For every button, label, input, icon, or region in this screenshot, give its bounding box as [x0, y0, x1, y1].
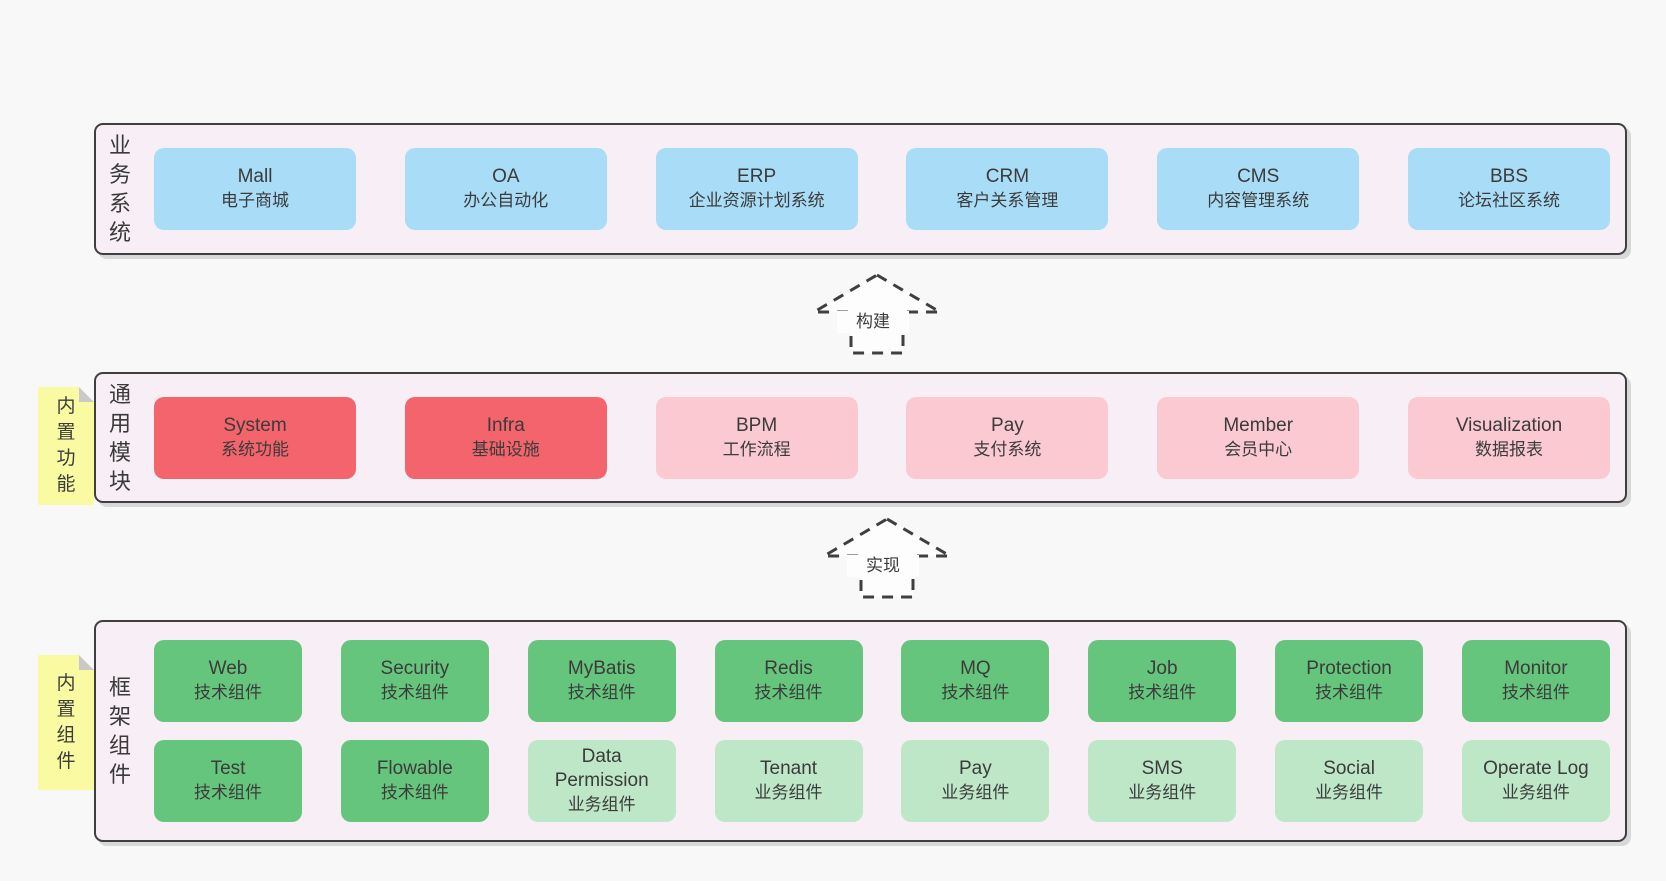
layer-label: 业务系统	[108, 133, 131, 245]
folded-corner-icon	[79, 655, 94, 670]
implement-arrow-label: 实现	[847, 555, 919, 577]
box-pay-system: Pay 支付系统	[906, 396, 1109, 479]
framework-row-2: Test 技术组件 Flowable 技术组件 Data Permission …	[154, 740, 1610, 822]
box-mybatis: MyBatis 技术组件	[527, 640, 676, 722]
box-pay-component: Pay 业务组件	[901, 740, 1050, 822]
box-redis: Redis 技术组件	[714, 640, 863, 722]
box-data-permission: Data Permission 业务组件	[527, 740, 676, 822]
box-operate-log: Operate Log 业务组件	[1461, 740, 1610, 822]
box-mq: MQ 技术组件	[901, 640, 1050, 722]
box-cms: CMS 内容管理系统	[1157, 148, 1360, 230]
business-boxes-row: Mall 电子商城 OA 办公自动化 ERP 企业资源计划系统 CRM 客户关系…	[154, 125, 1610, 253]
box-mall: Mall 电子商城	[154, 148, 356, 230]
box-security: Security 技术组件	[340, 640, 489, 722]
box-job: Job 技术组件	[1088, 640, 1237, 722]
box-member: Member 会员中心	[1157, 396, 1360, 479]
box-monitor: Monitor 技术组件	[1461, 640, 1610, 722]
box-erp: ERP 企业资源计划系统	[655, 148, 858, 230]
sticky-label: 内置功能	[56, 396, 76, 495]
build-arrow: 构建	[811, 272, 943, 356]
layer-label: 通用模块	[108, 381, 131, 494]
box-flowable: Flowable 技术组件	[340, 740, 489, 822]
framework-rows: Web 技术组件 Security 技术组件 MyBatis 技术组件 Redi…	[154, 640, 1610, 822]
framework-row-1: Web 技术组件 Security 技术组件 MyBatis 技术组件 Redi…	[154, 640, 1610, 722]
box-visualization: Visualization 数据报表	[1407, 396, 1610, 479]
box-test: Test 技术组件	[154, 740, 302, 822]
implement-arrow: 实现	[821, 516, 953, 600]
modules-boxes-row: System 系统功能 Infra 基础设施 BPM 工作流程 Pay 支付系统…	[154, 374, 1610, 501]
box-protection: Protection 技术组件	[1275, 640, 1424, 722]
sticky-note-built-in-components: 内置组件	[38, 655, 94, 790]
box-web: Web 技术组件	[154, 640, 302, 722]
sticky-label: 内置组件	[56, 672, 76, 772]
box-crm: CRM 客户关系管理	[906, 148, 1109, 230]
box-oa: OA 办公自动化	[404, 148, 607, 230]
layer-framework-components: 框架组件 Web 技术组件 Security 技术组件 MyBatis 技术组件…	[94, 620, 1627, 842]
folded-corner-icon	[79, 387, 94, 402]
box-system: System 系统功能	[154, 396, 356, 479]
build-arrow-label: 构建	[837, 311, 909, 333]
layer-common-modules: 通用模块 System 系统功能 Infra 基础设施 BPM 工作流程 Pay…	[94, 372, 1627, 503]
box-social: Social 业务组件	[1275, 740, 1424, 822]
box-sms: SMS 业务组件	[1088, 740, 1237, 822]
box-bbs: BBS 论坛社区系统	[1407, 148, 1610, 230]
layer-business-systems: 业务系统 Mall 电子商城 OA 办公自动化 ERP 企业资源计划系统 CRM…	[94, 123, 1627, 255]
sticky-note-built-in-features: 内置功能	[38, 387, 94, 505]
box-bpm: BPM 工作流程	[655, 396, 858, 479]
box-tenant: Tenant 业务组件	[714, 740, 863, 822]
layer-label: 框架组件	[108, 675, 131, 787]
box-infra: Infra 基础设施	[404, 396, 607, 479]
